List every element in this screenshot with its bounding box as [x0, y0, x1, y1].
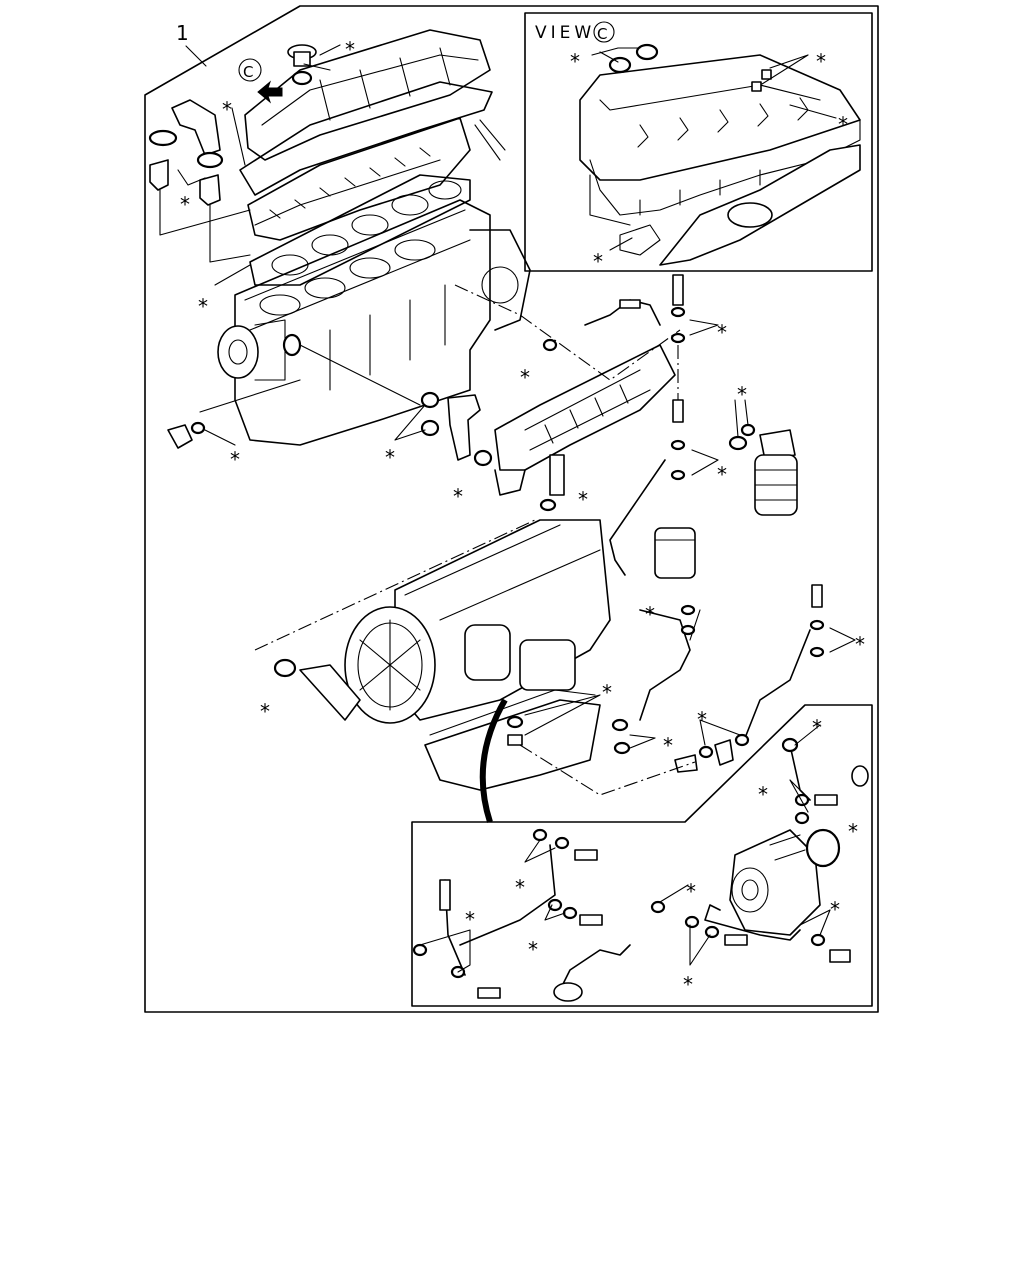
kit-outline-frame: [144, 5, 879, 1013]
dashed-to-hose: [254, 519, 536, 651]
view-c-inset-frame: [524, 12, 873, 272]
water-outlet-pipe: [299, 344, 493, 467]
kit-marker: ⁎: [230, 441, 240, 465]
kit-marker: ⁎: [602, 674, 612, 698]
thermostat-leaders: [159, 169, 251, 263]
kit-marker: ⁎: [686, 873, 696, 897]
view-letter: C: [597, 25, 607, 43]
kit-marker: ⁎: [697, 701, 707, 725]
cylinder-head-cover: [244, 29, 491, 161]
fuel-injection-pump: [729, 828, 841, 936]
view-c-callout-letter: C: [243, 63, 253, 81]
detail-inset-frame: [411, 704, 873, 1007]
kit-marker: ⁎: [222, 91, 232, 115]
inset-pipes: [412, 724, 869, 1002]
kit-marker: ⁎: [663, 727, 673, 751]
kit-marker: ⁎: [717, 314, 727, 338]
kit-marker: ⁎: [578, 481, 588, 505]
kit-marker: ⁎: [717, 456, 727, 480]
kit-marker: ⁎: [570, 43, 580, 67]
kit-marker: ⁎: [198, 288, 208, 312]
kit-marker: ⁎: [453, 478, 463, 502]
view-c-plug-2: [761, 69, 772, 80]
kit-marker: ⁎: [593, 243, 603, 267]
kit-marker: ⁎: [515, 869, 525, 893]
injector-nozzle: [539, 338, 565, 512]
view-c-arrow: [257, 80, 283, 104]
head-cover-gasket: [239, 81, 493, 196]
view-c-plug-1: [751, 81, 762, 92]
kit-marker: ⁎: [528, 931, 538, 955]
fuel-line-upper: [584, 274, 719, 481]
view-c-oring-1: [608, 56, 632, 74]
part-number-leader: [185, 45, 207, 67]
kit-marker: ⁎: [838, 106, 848, 130]
view-c-cylinder-head: [579, 54, 861, 266]
kit-marker: ⁎: [465, 901, 475, 925]
cylinder-block: [234, 199, 531, 446]
fuel-sedimenter: [609, 459, 696, 579]
kit-marker: ⁎: [520, 359, 530, 383]
part-number-label: 1: [176, 21, 189, 45]
view-c-oring-2: [635, 43, 659, 61]
oil-pan: [429, 689, 596, 736]
kit-marker: ⁎: [816, 43, 826, 67]
fuel-line-right: [519, 584, 856, 796]
manifold-dashed-link: [454, 284, 681, 381]
cylinder-head-gasket: [249, 174, 471, 286]
kit-marker: ⁎: [855, 626, 865, 650]
engine-lower-body: [344, 519, 611, 724]
kit-marker: ⁎: [645, 596, 655, 620]
oil-filler-cap: [287, 44, 317, 86]
kit-marker: ⁎: [848, 813, 858, 837]
kit-marker: ⁎: [737, 376, 747, 400]
cylinder-head: [247, 117, 506, 241]
drain-plug: [506, 715, 524, 746]
kit-marker: ⁎: [683, 966, 693, 990]
kit-marker: ⁎: [180, 186, 190, 210]
kit-marker: ⁎: [830, 891, 840, 915]
kit-marker: ⁎: [385, 439, 395, 463]
kit-marker: ⁎: [758, 776, 768, 800]
kit-marker: ⁎: [260, 693, 270, 717]
view-title: VIEW: [535, 23, 595, 43]
oil-pressure-switch: [167, 379, 301, 449]
kit-marker: ⁎: [345, 31, 355, 55]
view-c-callout-circle: [238, 58, 262, 82]
thermostat-housing: [148, 99, 224, 206]
head-leaders: [214, 44, 341, 286]
kit-marker: ⁎: [812, 709, 822, 733]
intake-manifold: [494, 344, 676, 496]
pan-leader: [524, 694, 601, 736]
inset-pointer-curve: [479, 698, 508, 823]
water-hose: [273, 658, 361, 721]
view-c-leaders: [591, 47, 837, 251]
view-letter-circle: [593, 21, 615, 43]
fuel-filter: [728, 399, 798, 516]
crankshaft-pulley: [217, 319, 302, 381]
oil-pan-gasket: [424, 699, 601, 791]
